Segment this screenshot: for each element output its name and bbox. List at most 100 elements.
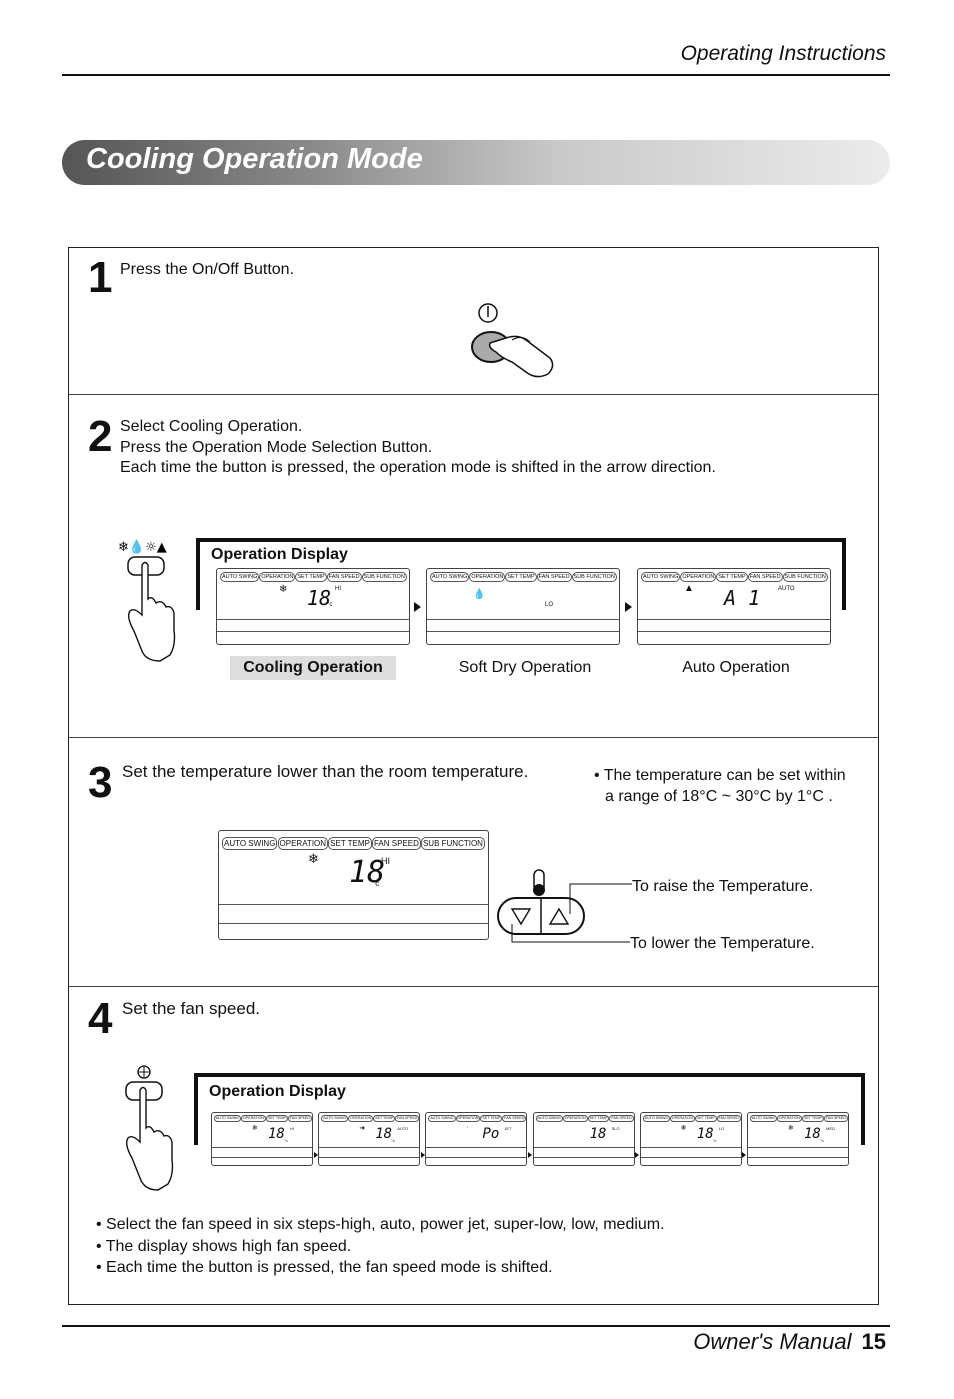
- operation-display-label: Operation Display: [209, 1083, 346, 1100]
- step-number: 1: [88, 253, 113, 302]
- lcd-digits: A 1: [724, 586, 761, 610]
- step-text: Set the temperature lower than the room …: [122, 762, 529, 781]
- page-title: Cooling Operation Mode: [86, 143, 423, 175]
- lcd-digits: Po: [482, 1126, 500, 1142]
- lcd-digits: 18: [589, 1126, 607, 1142]
- snowflake-icon: ❄: [308, 851, 319, 866]
- step-number: 2: [88, 412, 113, 461]
- lcd-unit: °c: [712, 1138, 717, 1143]
- lcd-tag: FAN SPEED: [326, 572, 362, 582]
- mode-icon: ❄: [788, 1125, 794, 1132]
- lcd-row-line: [533, 1157, 634, 1158]
- steps-frame: [68, 247, 879, 1305]
- lcd-tag: FAN SPEED: [747, 572, 783, 582]
- snowflake-icon: ❄: [279, 584, 288, 595]
- lcd-tag: SET TEMP: [480, 1115, 503, 1122]
- lcd-tag: SUB FUNCTION: [361, 572, 407, 582]
- lcd-row-line: [212, 1157, 312, 1158]
- raise-temp-label: To raise the Temperature.: [632, 878, 814, 895]
- lcd-row-line: [640, 1147, 741, 1148]
- lcd-tag: OPERATION: [469, 572, 506, 582]
- temperature-buttons: [497, 869, 585, 935]
- lcd-tag: FAN SPEED: [502, 1115, 527, 1122]
- lcd-tag: FAN SPEED: [823, 1115, 849, 1122]
- lcd-tag: FAN SPEED: [371, 837, 421, 850]
- step-number: 3: [88, 758, 113, 807]
- bullet: • The display shows high fan speed.: [96, 1238, 352, 1255]
- lcd-tag: FAN SPEED: [287, 1115, 313, 1122]
- lcd-display-cooling: AUTO SWING OPERATION SET TEMP FAN SPEED …: [216, 568, 410, 645]
- lcd-display-soft-dry: AUTO SWING OPERATION SET TEMP FAN SPEED …: [426, 568, 620, 645]
- lcd-fan-speed: HI: [290, 1126, 294, 1131]
- fan-button-hand-icon: [125, 1065, 174, 1191]
- auto-mode-icon: ▲: [684, 583, 694, 594]
- lcd-row-line: [319, 1157, 420, 1158]
- svg-text:❄💧☼▲: ❄💧☼▲: [118, 539, 167, 555]
- lcd-display-step3: AUTO SWING OPERATION SET TEMP FAN SPEED …: [218, 830, 489, 940]
- lcd-tag: AUTO SWING: [642, 1115, 670, 1122]
- lcd-unit: °c: [391, 1138, 395, 1143]
- lcd-display-auto: AUTO SWING OPERATION SET TEMP FAN SPEED …: [637, 568, 831, 645]
- lcd-tag: AUTO SWING: [321, 1115, 349, 1122]
- lcd-tag: OPERATION: [277, 837, 329, 850]
- lcd-row-line: [748, 1157, 848, 1158]
- operation-display-label: Operation Display: [211, 546, 348, 563]
- lcd-tag: AUTO SWING: [222, 837, 278, 850]
- lcd-tag: SET TEMP: [328, 837, 372, 850]
- arrow-right-icon: [625, 602, 632, 612]
- lcd-digits: 18: [375, 1126, 393, 1142]
- step-divider: [69, 986, 878, 987]
- lcd-tags: AUTO SWING OPERATION SET TEMP FAN SPEED …: [222, 837, 485, 850]
- header-title: Operating Instructions: [680, 42, 886, 65]
- step-number: 4: [88, 994, 113, 1043]
- lcd-digits: 18: [349, 855, 386, 890]
- lcd-row-line: [319, 1147, 420, 1148]
- arrow-right-icon: [414, 602, 421, 612]
- lcd-fan-speed: MED: [826, 1126, 835, 1131]
- footer-title: Owner's Manual: [693, 1329, 852, 1354]
- arrow-right-icon: [420, 1152, 425, 1158]
- lcd-tag: AUTO SWING: [430, 572, 470, 582]
- arrow-right-icon: [527, 1152, 532, 1158]
- operation-display-bracket: [194, 1073, 865, 1145]
- lcd-unit: °c: [372, 879, 380, 888]
- lcd-tag: SUB FUNCTION: [782, 572, 828, 582]
- lcd-tag: AUTO SWING: [750, 1115, 778, 1122]
- lcd-fan-speed: HI: [381, 856, 390, 866]
- header-rule: [62, 74, 890, 76]
- lcd-fan-speed: LO: [718, 1126, 725, 1131]
- lcd-digits: 18: [268, 1126, 285, 1142]
- mode-icon: ·: [466, 1124, 469, 1131]
- lcd-tag: SUB FUNCTION: [571, 572, 617, 582]
- power-button-hand-icon: [471, 303, 554, 378]
- operation-display-bracket: [196, 538, 846, 610]
- lcd-tag: FAN SPEED: [609, 1115, 634, 1122]
- step-divider: [69, 394, 878, 395]
- lcd-tag: OPERATION: [562, 1115, 588, 1122]
- lcd-digits: 18: [307, 586, 332, 610]
- lcd-row-line: [427, 619, 619, 620]
- lcd-unit: °c: [284, 1138, 288, 1143]
- bullet: • Select the fan speed in six steps-high…: [96, 1216, 665, 1233]
- lcd-row-line: [219, 904, 488, 905]
- lcd-tag: SET TEMP: [373, 1115, 396, 1122]
- lcd-row-line: [427, 631, 619, 632]
- lcd-tags: AUTO SWING OPERATION SET TEMP FAN SPEED …: [430, 572, 617, 582]
- arrow-right-icon: [635, 1152, 640, 1158]
- lcd-tag: OPERATION: [241, 1115, 267, 1122]
- step-text: Select Cooling Operation.: [120, 418, 303, 435]
- step-note: • The temperature can be set within: [594, 767, 846, 784]
- lower-temp-label: To lower the Temperature.: [630, 935, 815, 952]
- lcd-fan-speed: LO: [545, 602, 554, 608]
- lcd-tags: AUTO SWING OPERATION SET TEMP FAN SPEED …: [641, 572, 828, 582]
- lcd-row-line: [638, 619, 830, 620]
- lcd-tag: SET TEMP: [295, 572, 327, 582]
